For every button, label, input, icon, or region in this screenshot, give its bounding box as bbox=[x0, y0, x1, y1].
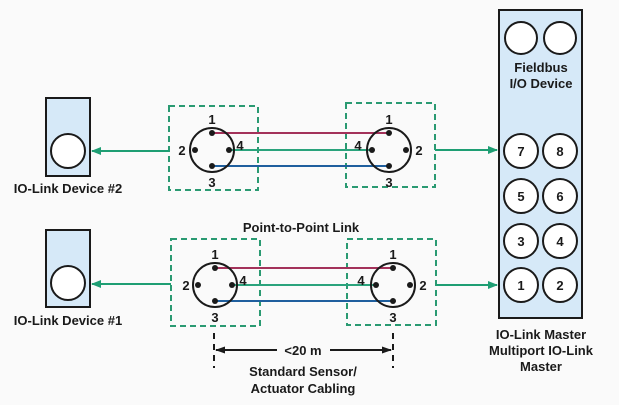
pin-3-dot bbox=[209, 163, 215, 169]
pin-2-dot bbox=[195, 282, 201, 288]
master-port-2 bbox=[542, 267, 578, 303]
cabling-label-line1: Standard Sensor/ bbox=[249, 364, 357, 379]
master-port-4 bbox=[542, 223, 578, 259]
pin-3-dot bbox=[386, 163, 392, 169]
connector-right-bottom: 1 2 3 4 bbox=[357, 247, 426, 325]
master-port-1 bbox=[503, 267, 539, 303]
master-port-3-label: 3 bbox=[517, 234, 524, 249]
connector-right-top: 1 2 3 4 bbox=[354, 112, 422, 190]
master-port-7 bbox=[503, 133, 539, 169]
pin-1-label: 1 bbox=[211, 247, 218, 262]
io-link-device-2: IO-Link Device #2 bbox=[14, 97, 122, 196]
pin-4-dot bbox=[373, 282, 379, 288]
pin-1-dot bbox=[209, 130, 215, 136]
pin-4-dot bbox=[369, 147, 375, 153]
pin-3-dot bbox=[212, 298, 218, 304]
pin-1-dot bbox=[212, 265, 218, 271]
pin-4-label: 4 bbox=[239, 273, 247, 288]
master-port-2-label: 2 bbox=[556, 278, 563, 293]
master-label-line1: IO-Link Master bbox=[496, 327, 586, 342]
connector-right-top-body bbox=[366, 127, 412, 173]
pin-2-dot bbox=[192, 147, 198, 153]
point-to-point-link-title: Point-to-Point Link bbox=[243, 220, 360, 235]
master-ports: 7 8 5 6 3 4 1 2 bbox=[503, 133, 578, 303]
master-port-5-label: 5 bbox=[517, 189, 524, 204]
master-port-5 bbox=[503, 178, 539, 214]
pin-2-dot bbox=[407, 282, 413, 288]
connector-right-bottom-body bbox=[370, 262, 416, 308]
pin-3-label: 3 bbox=[389, 310, 396, 325]
device-2-port bbox=[50, 133, 86, 169]
connector-left-bottom: 1 2 3 4 bbox=[182, 247, 247, 325]
device-2-label: IO-Link Device #2 bbox=[14, 181, 122, 196]
pin-1-label: 1 bbox=[389, 247, 396, 262]
fieldbus-label-line2: I/O Device bbox=[510, 76, 573, 91]
pin-1-label: 1 bbox=[208, 112, 215, 127]
pin-1-dot bbox=[386, 130, 392, 136]
connector-left-top: 1 2 3 4 bbox=[178, 112, 244, 190]
pin-1-dot bbox=[390, 265, 396, 271]
link-top: 1 2 3 4 1 2 3 4 bbox=[91, 102, 498, 191]
pin-4-label: 4 bbox=[354, 138, 362, 153]
pin-3-label: 3 bbox=[208, 175, 215, 190]
io-link-master: Fieldbus I/O Device 7 8 5 6 3 4 1 2 IO-L… bbox=[489, 9, 594, 374]
pin-2-label: 2 bbox=[415, 143, 422, 158]
pin-1-label: 1 bbox=[385, 112, 392, 127]
master-port-6-label: 6 bbox=[556, 189, 563, 204]
device-1-label: IO-Link Device #1 bbox=[14, 313, 122, 328]
pin-3-label: 3 bbox=[385, 175, 392, 190]
pin-2-label: 2 bbox=[182, 278, 189, 293]
master-port-6 bbox=[542, 178, 578, 214]
connector-left-top-body bbox=[189, 127, 235, 173]
distance-annotation: <20 m Standard Sensor/ Actuator Cabling bbox=[213, 333, 394, 396]
distance-label: <20 m bbox=[284, 343, 321, 358]
pin-2-dot bbox=[403, 147, 409, 153]
pin-2-label: 2 bbox=[178, 143, 185, 158]
master-port-1-label: 1 bbox=[517, 278, 524, 293]
pin-4-label: 4 bbox=[236, 138, 244, 153]
master-port-7-label: 7 bbox=[517, 144, 524, 159]
connector-box-left-top bbox=[168, 105, 259, 191]
master-port-3 bbox=[503, 223, 539, 259]
cabling-label-line2: Actuator Cabling bbox=[251, 381, 356, 396]
master-label-line2: Multiport IO-Link bbox=[489, 343, 594, 358]
pin-3-label: 3 bbox=[211, 310, 218, 325]
fieldbus-port-a bbox=[504, 21, 538, 55]
connector-box-right-bottom bbox=[346, 238, 437, 326]
connector-box-left-bottom bbox=[170, 238, 261, 327]
fieldbus-port-b bbox=[543, 21, 577, 55]
link-bottom: 1 2 3 4 1 2 3 4 bbox=[91, 238, 498, 327]
device-1-port bbox=[50, 265, 86, 301]
pin-3-dot bbox=[390, 298, 396, 304]
connector-box-right-top bbox=[345, 102, 436, 188]
pin-4-label: 4 bbox=[357, 273, 365, 288]
io-link-device-1: IO-Link Device #1 bbox=[14, 229, 122, 328]
master-port-8-label: 8 bbox=[556, 144, 563, 159]
pin-2-label: 2 bbox=[419, 278, 426, 293]
pin-4-dot bbox=[229, 282, 235, 288]
pin-4-dot bbox=[226, 147, 232, 153]
master-port-8 bbox=[542, 133, 578, 169]
fieldbus-label-line1: Fieldbus bbox=[514, 60, 567, 75]
master-port-4-label: 4 bbox=[556, 234, 564, 249]
connector-left-bottom-body bbox=[192, 262, 238, 308]
master-label-line3: Master bbox=[520, 359, 562, 374]
